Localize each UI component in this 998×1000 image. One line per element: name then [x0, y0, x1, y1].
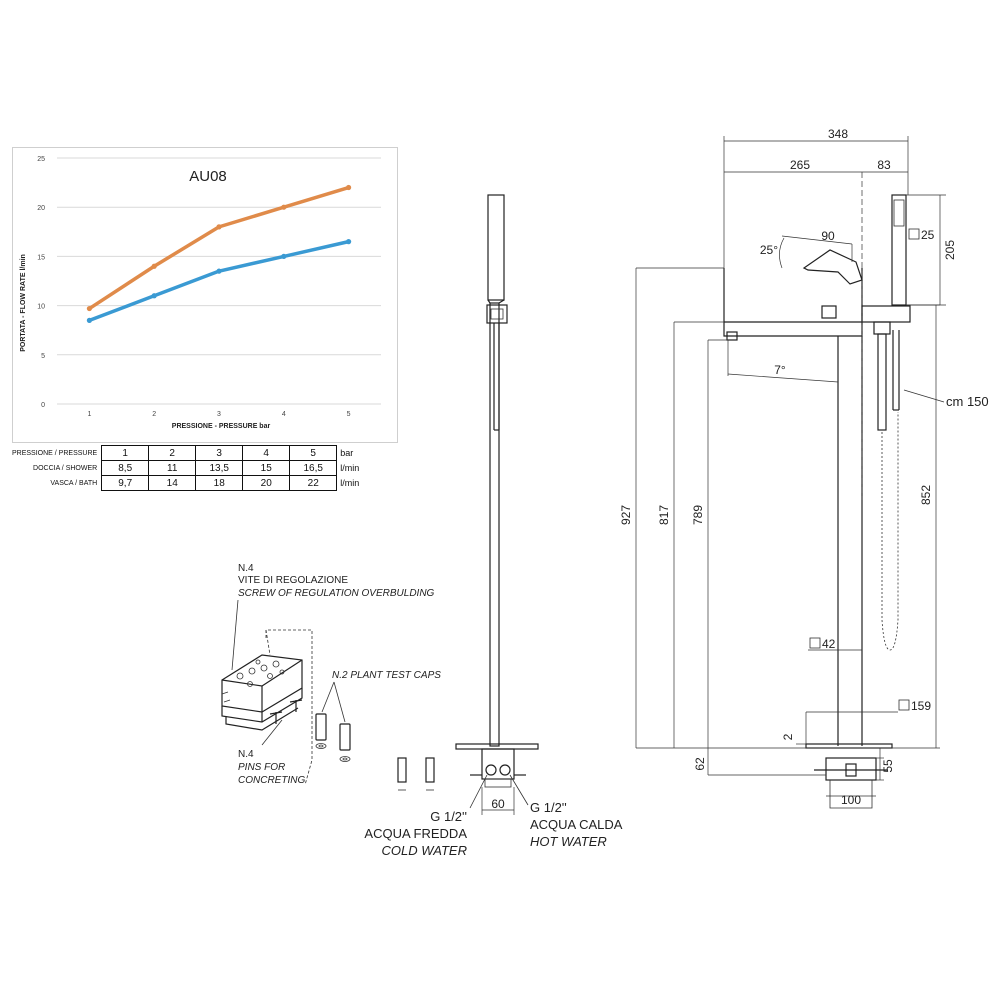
chart-title: AU08	[189, 168, 227, 185]
hot-size: G 1/2''	[530, 800, 567, 815]
data-point	[151, 263, 157, 269]
y-tick-label: 5	[41, 353, 45, 360]
x-axis-label: PRESSIONE - PRESSURE bar	[172, 423, 271, 430]
data-point	[281, 253, 287, 259]
x-tick-label: 4	[282, 411, 286, 418]
front-lever	[802, 249, 863, 285]
caps-leader	[321, 681, 335, 713]
front-spout	[723, 268, 863, 337]
row-unit: l/min	[340, 478, 360, 488]
dim-265: 265	[790, 158, 810, 172]
side-column	[489, 302, 500, 747]
side-width-dim: 60	[491, 797, 505, 811]
dim-25: 25	[921, 228, 935, 242]
flow-rate-chart: AU08 0 5 10 15 20 25 1 2 3 4 5 PRESSIONE - PRESSU…	[20, 156, 381, 430]
x-tick-label: 2	[152, 411, 156, 418]
table-cell: 9,7	[101, 475, 150, 491]
cold-label-it: ACQUA FREDDA	[364, 826, 467, 841]
front-view: 348 265 83 90 25° 7° 205 25 cm 150 927 8…	[619, 127, 989, 809]
mounting-block	[221, 654, 303, 731]
dim-927: 927	[619, 505, 633, 525]
dim-83: 83	[877, 158, 891, 172]
row-label: PRESSIONE / PRESSURE	[12, 449, 98, 457]
y-tick-label: 0	[41, 402, 45, 409]
row-label: VASCA / BATH	[50, 479, 98, 487]
test-cap	[339, 723, 351, 762]
front-box	[825, 757, 877, 781]
dim-852: 852	[919, 485, 933, 505]
x-tick-label: 1	[87, 411, 91, 418]
flow-rate-chart-frame: AU08 0 5 10 15 20 25 1 2 3 4 5 PRESSIONE - PRESSU…	[12, 147, 398, 443]
hot-label-en: HOT WATER	[530, 834, 607, 849]
dim-205: 205	[943, 240, 957, 260]
caps-leader-2	[333, 681, 346, 723]
side-box	[481, 748, 515, 780]
data-point	[346, 239, 352, 245]
flow-rate-table: PRESSIONE / PRESSURE 1 2 3 4 5 bar DOCCI…	[10, 445, 361, 491]
x-tick-label: 3	[217, 411, 221, 418]
data-point	[151, 293, 157, 299]
concreting-pin	[425, 757, 435, 791]
pins-label-line1: PINS FOR	[238, 762, 285, 773]
row-label: DOCCIA / SHOWER	[33, 464, 98, 472]
kit-dashed-edge	[265, 629, 271, 656]
table-row: VASCA / BATH 9,7 14 18 20 22 l/min	[10, 475, 361, 491]
y-axis-label: PORTATA - FLOW RATE l/min	[20, 254, 27, 352]
concreting-pin	[397, 757, 407, 791]
front-base-plate	[805, 743, 893, 749]
data-point	[86, 305, 92, 312]
screw-count: N.4	[238, 563, 254, 574]
row-unit: bar	[340, 448, 354, 458]
dim-42: 42	[822, 637, 836, 651]
screw-label-en: SCREW OF REGULATION OVERBULDING	[238, 588, 435, 599]
dim-2: 2	[781, 733, 795, 740]
front-hose	[881, 412, 899, 651]
y-tick-label: 15	[37, 254, 45, 261]
kit-dashed-outline	[265, 629, 313, 786]
screw-label-it: VITE DI REGOLAZIONE	[238, 575, 348, 586]
caps-label: N.2 PLANT TEST CAPS	[332, 670, 441, 681]
hose-length: cm 150	[946, 394, 989, 409]
dim-55: 55	[881, 759, 895, 773]
pins-label-line2: CONCRETING	[238, 775, 305, 786]
hot-label-it: ACQUA CALDA	[530, 817, 623, 832]
dim-817: 817	[657, 505, 671, 525]
data-point	[281, 204, 287, 210]
data-point	[346, 184, 352, 191]
x-tick-label: 5	[347, 411, 351, 418]
table-cell: 22	[289, 475, 338, 491]
dim-348: 348	[828, 127, 848, 141]
row-unit: l/min	[340, 463, 360, 473]
y-tick-label: 20	[37, 205, 45, 212]
data-point	[86, 317, 92, 323]
data-point	[216, 268, 222, 274]
table-row: PRESSIONE / PRESSURE 1 2 3 4 5 bar	[10, 445, 361, 461]
cold-size: G 1/2''	[430, 809, 467, 824]
y-tick-label: 25	[37, 156, 45, 163]
side-view: 60 G 1/2'' ACQUA FREDDA COLD WATER G 1/2…	[364, 194, 623, 858]
installation-kit: N.4 VITE DI REGOLAZIONE SCREW OF REGULAT…	[221, 563, 441, 791]
test-cap	[315, 713, 327, 749]
data-point	[216, 224, 222, 230]
front-handshower	[891, 194, 907, 306]
cold-label-en: COLD WATER	[382, 843, 467, 858]
pins-leader	[261, 719, 283, 746]
dim-62: 62	[693, 757, 707, 771]
screw-leader	[231, 599, 239, 671]
dim-789: 789	[691, 505, 705, 525]
side-handshower	[487, 194, 505, 301]
dim-7deg: 7°	[774, 363, 786, 377]
dim-159: 159	[911, 699, 931, 713]
dim-25deg: 25°	[760, 243, 778, 257]
table-cell: 20	[242, 475, 291, 491]
pins-count: N.4	[238, 749, 254, 760]
y-tick-label: 10	[37, 304, 45, 311]
square-symbol	[908, 228, 920, 240]
dim-100: 100	[841, 793, 861, 807]
dim-90: 90	[821, 229, 835, 243]
